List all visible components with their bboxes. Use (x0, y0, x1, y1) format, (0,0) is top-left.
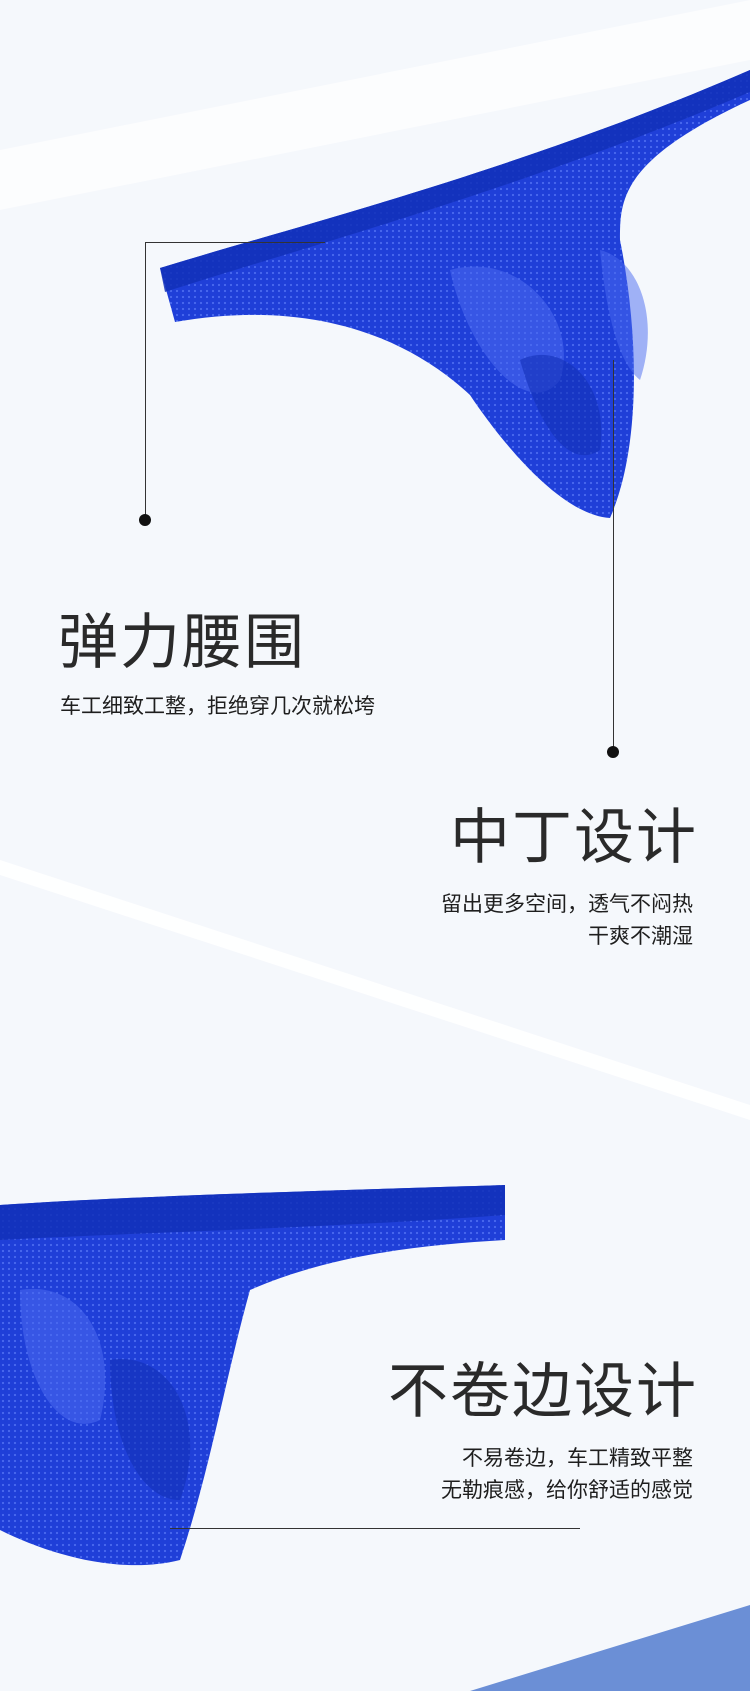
callout-dot-2 (607, 746, 619, 758)
section-3-description-line-1: 不易卷边，车工精致平整 (462, 1446, 693, 1470)
product-image-top (160, 70, 750, 518)
product-image-bottom (0, 1185, 505, 1566)
callout-line-middle-vertical (613, 360, 614, 752)
callout-line-top-horizontal (145, 242, 325, 243)
section-1-title: 弹力腰围 (58, 608, 306, 678)
callout-line-bottom-horizontal (170, 1528, 580, 1529)
corner-accent (470, 1605, 750, 1691)
diagonal-band-middle (0, 860, 750, 1120)
section-2-title: 中丁设计 (450, 803, 698, 873)
section-2-description-line-1: 留出更多空间，透气不闷热 (441, 892, 693, 916)
section-3-title: 不卷边设计 (388, 1357, 698, 1427)
callout-dot-1 (139, 514, 151, 526)
callout-line-top-vertical (145, 242, 146, 520)
section-1-description: 车工细致工整，拒绝穿几次就松垮 (60, 694, 375, 718)
diagonal-band-top (0, 0, 750, 210)
section-2-description-line-2: 干爽不潮湿 (588, 924, 693, 948)
section-3-description-line-2: 无勒痕感，给你舒适的感觉 (441, 1478, 693, 1502)
